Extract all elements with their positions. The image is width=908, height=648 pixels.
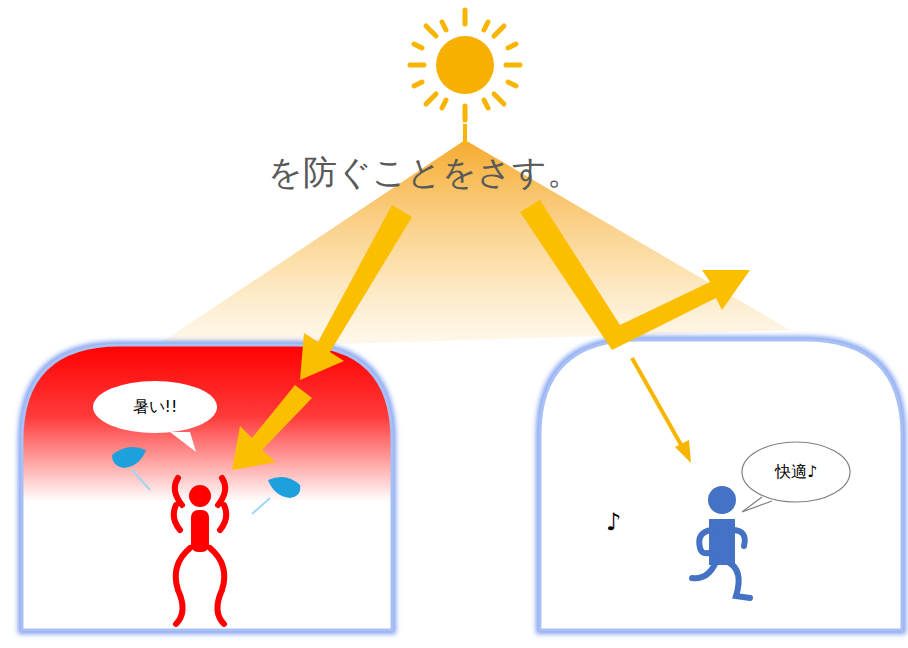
bubble-ellipse [93, 381, 217, 433]
sentence-fragment: を防ぐことをさす。 [268, 150, 581, 196]
bubble-tail [742, 497, 772, 512]
hot-person-head [189, 485, 211, 507]
room-glow [22, 345, 392, 630]
bubble-tail [170, 432, 196, 452]
cool-person [692, 522, 750, 598]
sweat-line [252, 498, 270, 514]
sweat-drop [112, 447, 146, 468]
sun-disc [436, 36, 494, 94]
bubble-text: 快適♪ [775, 462, 817, 483]
hot-room [22, 345, 392, 630]
sunlight-arrow [232, 200, 750, 470]
music-note: ♪ [606, 508, 621, 536]
room-glow [540, 340, 902, 630]
cool-room [540, 340, 902, 630]
hot-person [174, 478, 227, 624]
cool-person-head [708, 486, 736, 514]
sweat-drop [268, 477, 300, 498]
sun [410, 10, 520, 120]
sun-ray [463, 124, 467, 144]
transmitted-arrow [632, 358, 691, 463]
bubble-ellipse [742, 442, 850, 502]
speech-bubble: 快適♪ [741, 441, 851, 503]
light-cone [150, 140, 790, 350]
speech-bubble: 暑い!! [92, 380, 218, 434]
hot-person-body [191, 510, 209, 552]
sweat-line [132, 470, 150, 490]
bubble-text: 暑い!! [133, 397, 178, 418]
